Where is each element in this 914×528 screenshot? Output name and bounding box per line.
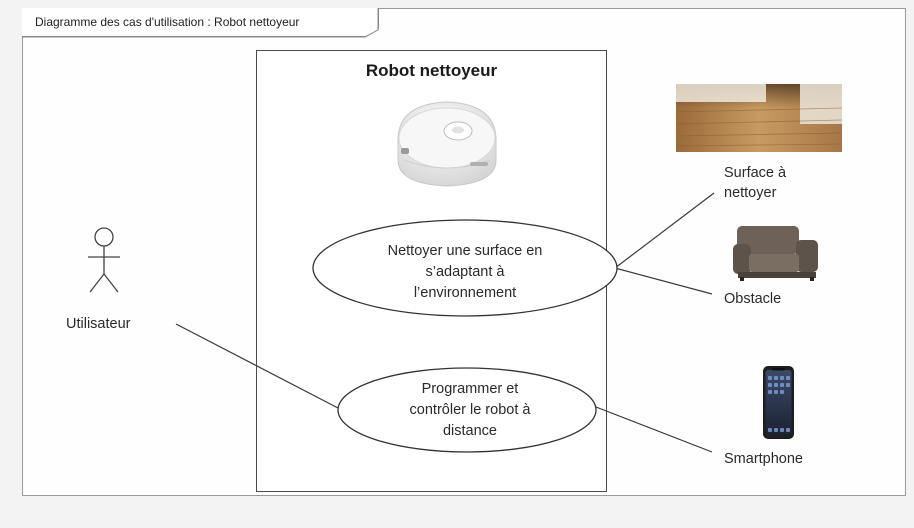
use-case-program-line-1: Programmer et (421, 381, 519, 397)
stick-figure-icon (88, 227, 120, 293)
use-case-clean-line-3: l’environnement (413, 285, 517, 301)
frame-title: Diagramme des cas d'utilisation : Robot … (35, 15, 300, 29)
actor-surface-label: Surface à nettoyer (724, 163, 786, 203)
wood-floor-icon (675, 84, 843, 152)
use-case-clean-ellipse (312, 219, 618, 317)
smartphone-icon (763, 366, 794, 439)
actor-user-label: Utilisateur (66, 316, 131, 332)
use-case-program-label: Programmer et contrôler le robot à dista… (360, 379, 580, 442)
robot-vacuum-icon (397, 101, 497, 187)
use-case-clean-label: Nettoyer une surface en s’adaptant à l’e… (345, 241, 585, 304)
use-case-clean-line-1: Nettoyer une surface en (387, 243, 543, 259)
actor-obstacle-label: Obstacle (724, 291, 782, 307)
actor-smartphone-label: Smartphone (724, 451, 803, 467)
use-case-clean-line-2: s’adaptant à (425, 264, 505, 280)
association-clean-obstacle (614, 267, 713, 295)
association-clean-surface (614, 192, 715, 269)
actor-surface-line-2: nettoyer (724, 185, 777, 201)
use-case-program-line-2: contrôler le robot à (409, 402, 531, 418)
association-program-smartphone (595, 406, 713, 453)
use-case-program-line-3: distance (442, 423, 497, 439)
association-user-program (175, 323, 339, 409)
use-case-program-ellipse (337, 367, 597, 453)
system-title: Robot nettoyeur (365, 61, 498, 80)
armchair-icon (733, 226, 818, 281)
actor-surface-line-1: Surface à (724, 165, 787, 181)
